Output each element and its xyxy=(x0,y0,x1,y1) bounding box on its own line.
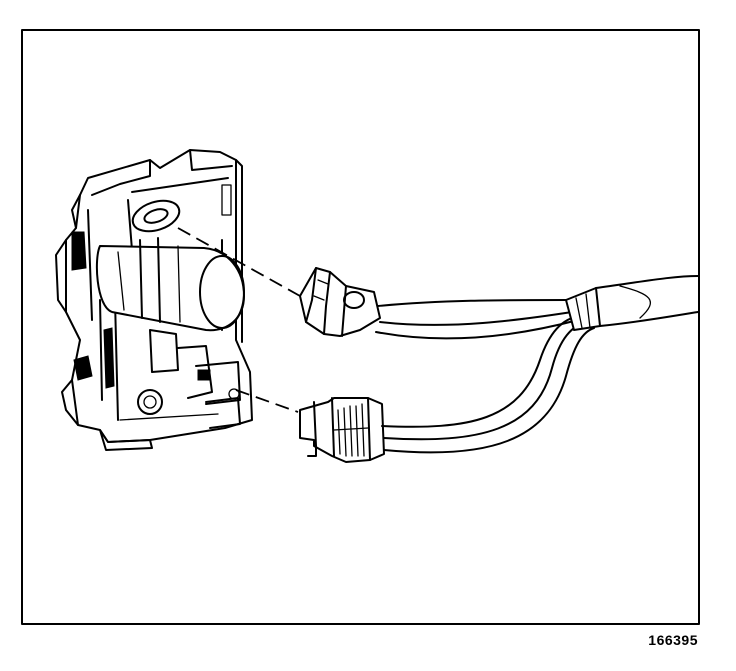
lower-electrical-connector xyxy=(299,397,385,463)
diagram-border xyxy=(21,29,700,625)
upper-electrical-connector xyxy=(299,267,381,337)
figure-id-label: 166395 xyxy=(648,632,698,648)
wire-harness xyxy=(375,275,699,454)
alignment-line-upper xyxy=(177,227,301,297)
module-housing xyxy=(55,149,253,451)
alignment-line-lower xyxy=(235,389,299,413)
